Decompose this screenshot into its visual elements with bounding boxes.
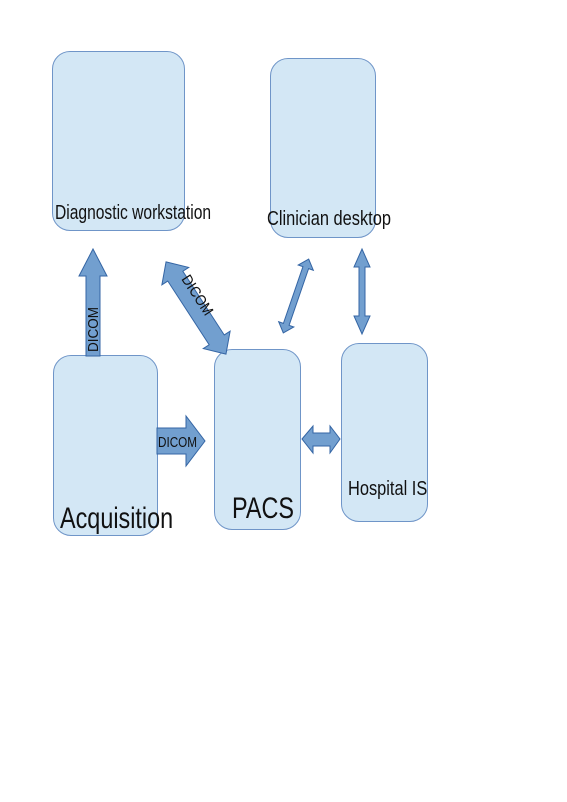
arrow-diagnostic-pacs bbox=[161, 261, 231, 355]
diagnostic-workstation-label: Diagnostic workstation bbox=[55, 202, 212, 224]
pacs-box[interactable] bbox=[214, 349, 301, 530]
acquisition-box[interactable] bbox=[53, 355, 158, 536]
arrow-acquisition-to-diagnostic bbox=[78, 247, 108, 357]
acquisition-label: Acquisition bbox=[60, 502, 174, 535]
arrow-clinician-hospital bbox=[353, 247, 371, 336]
label-acquisition-to-diagnostic: DICOM bbox=[85, 307, 102, 352]
hospital-is-label: Hospital IS bbox=[348, 478, 428, 500]
clinician-desktop-label: Clinician desktop bbox=[267, 208, 391, 230]
label-acquisition-to-pacs: DICOM bbox=[158, 434, 197, 451]
arrow-acquisition-to-pacs bbox=[156, 414, 206, 468]
arrow-clinician-pacs bbox=[277, 258, 315, 334]
hospital-is-box[interactable] bbox=[341, 343, 428, 522]
pacs-label: PACS bbox=[232, 492, 294, 525]
diagnostic-workstation-box[interactable] bbox=[52, 51, 185, 231]
clinician-desktop-box[interactable] bbox=[270, 58, 376, 238]
arrow-pacs-hospital bbox=[301, 424, 341, 455]
